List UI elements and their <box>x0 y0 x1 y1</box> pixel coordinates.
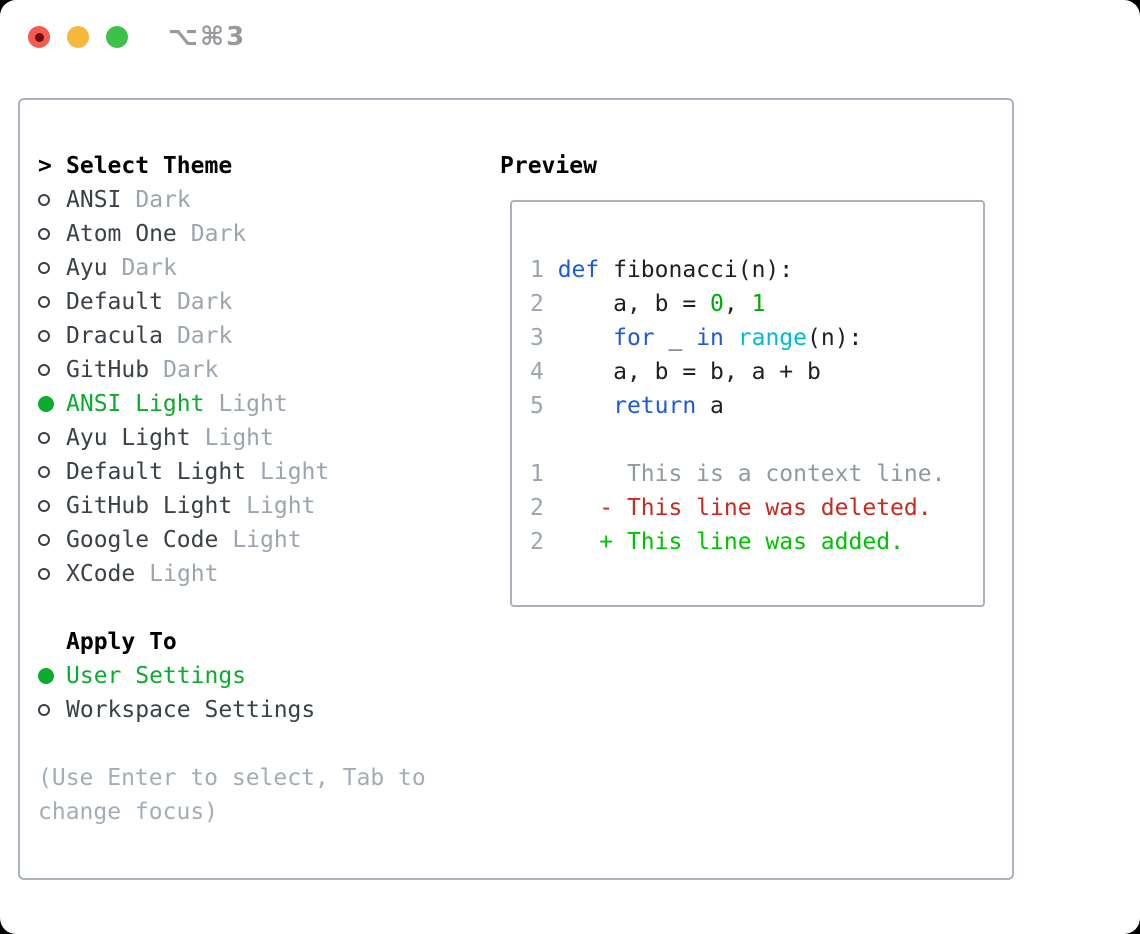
apply-option-user-settings[interactable]: User Settings <box>38 659 468 693</box>
select-theme-heading: > Select Theme <box>38 149 468 183</box>
radio-icon <box>38 330 66 342</box>
close-dot-icon <box>34 32 44 42</box>
theme-list: > Select Theme ANSI Dark Atom One Dark A… <box>38 149 468 829</box>
radio-icon <box>38 194 66 206</box>
theme-variant-tag: Light <box>246 493 316 519</box>
theme-variant-tag: Dark <box>176 289 233 315</box>
titlebar: ⌥⌘3 <box>0 0 1140 74</box>
radio-icon <box>38 534 66 546</box>
theme-option-ayu-light[interactable]: Ayu Light Light <box>38 421 468 455</box>
radio-icon <box>38 668 66 684</box>
theme-label: Atom One <box>66 221 177 247</box>
apply-option-label: User Settings <box>66 663 247 689</box>
theme-variant-tag: Light <box>218 391 288 417</box>
apply-option-label: Workspace Settings <box>66 697 316 723</box>
theme-variant-tag: Dark <box>190 221 247 247</box>
apply-option-workspace-settings[interactable]: Workspace Settings <box>38 693 468 727</box>
radio-icon <box>38 500 66 512</box>
radio-icon <box>38 296 66 308</box>
preview-diff-added-line: 2 + This line was added. <box>530 529 904 555</box>
preview-code-line: 3 for _ in range(n): <box>530 325 863 351</box>
theme-variant-tag: Light <box>232 527 302 553</box>
theme-label: Ayu Light <box>66 425 191 451</box>
theme-label: Default <box>66 289 163 315</box>
theme-option-xcode-light[interactable]: XCode Light <box>38 557 468 591</box>
section-title: Select Theme <box>66 153 233 179</box>
theme-option-google-code-light[interactable]: Google Code Light <box>38 523 468 557</box>
spacer <box>38 591 468 625</box>
theme-label: ANSI <box>66 187 122 213</box>
radio-icon <box>38 704 66 716</box>
preview-code-line: 4 a, b = b, a + b <box>530 359 821 385</box>
theme-label: GitHub Light <box>66 493 233 519</box>
minimize-button[interactable] <box>67 26 89 48</box>
theme-variant-tag: Light <box>260 459 330 485</box>
theme-option-dracula-dark[interactable]: Dracula Dark <box>38 319 468 353</box>
radio-icon <box>38 568 66 580</box>
preview-diff-deleted-line: 2 - This line was deleted. <box>530 495 932 521</box>
maximize-button[interactable] <box>106 26 128 48</box>
theme-label: Default Light <box>66 459 247 485</box>
radio-icon <box>38 262 66 274</box>
theme-variant-tag: Dark <box>135 187 191 213</box>
preview-code-line: 1 def fibonacci(n): <box>530 257 794 283</box>
theme-option-ansi-light[interactable]: ANSI Light Light <box>38 387 468 421</box>
theme-label: Dracula <box>66 323 163 349</box>
theme-variant-tag: Dark <box>176 323 233 349</box>
radio-icon <box>38 396 66 412</box>
theme-label: XCode <box>66 561 136 587</box>
preview-code-line: 2 a, b = 0, 1 <box>530 291 766 317</box>
radio-icon <box>38 466 66 478</box>
theme-variant-tag: Light <box>204 425 274 451</box>
theme-label: ANSI Light <box>66 391 205 417</box>
radio-icon <box>38 432 66 444</box>
close-button[interactable] <box>28 26 50 48</box>
radio-icon <box>38 228 66 240</box>
theme-option-ansi-dark[interactable]: ANSI Dark <box>38 183 468 217</box>
radio-icon <box>38 364 66 376</box>
theme-label: Ayu <box>66 255 108 281</box>
preview-code-line <box>530 423 983 457</box>
theme-label: GitHub <box>66 357 150 383</box>
theme-option-ayu-dark[interactable]: Ayu Dark <box>38 251 468 285</box>
theme-option-default-dark[interactable]: Default Dark <box>38 285 468 319</box>
spacer <box>38 727 468 761</box>
preview-heading: Preview <box>500 153 597 179</box>
theme-label: Google Code <box>66 527 219 553</box>
theme-variant-tag: Dark <box>121 255 177 281</box>
theme-option-atom-one-dark[interactable]: Atom One Dark <box>38 217 468 251</box>
preview-box: 1 def fibonacci(n): 2 a, b = 0, 1 3 for … <box>510 200 985 607</box>
section-title: Apply To <box>66 629 177 655</box>
window-title: ⌥⌘3 <box>168 22 247 52</box>
caret-icon: > <box>38 153 52 179</box>
theme-option-github-dark[interactable]: GitHub Dark <box>38 353 468 387</box>
theme-selector-panel: > Select Theme ANSI Dark Atom One Dark A… <box>18 98 1014 880</box>
apply-to-heading: Apply To <box>38 625 468 659</box>
keyboard-hint: (Use Enter to select, Tab to change focu… <box>38 765 426 825</box>
theme-option-github-light[interactable]: GitHub Light Light <box>38 489 468 523</box>
theme-option-default-light[interactable]: Default Light Light <box>38 455 468 489</box>
theme-variant-tag: Light <box>149 561 219 587</box>
preview-diff-context-line: 1 This is a context line. <box>530 461 946 487</box>
preview-code-line: 5 return a <box>530 393 724 419</box>
theme-variant-tag: Dark <box>163 357 219 383</box>
